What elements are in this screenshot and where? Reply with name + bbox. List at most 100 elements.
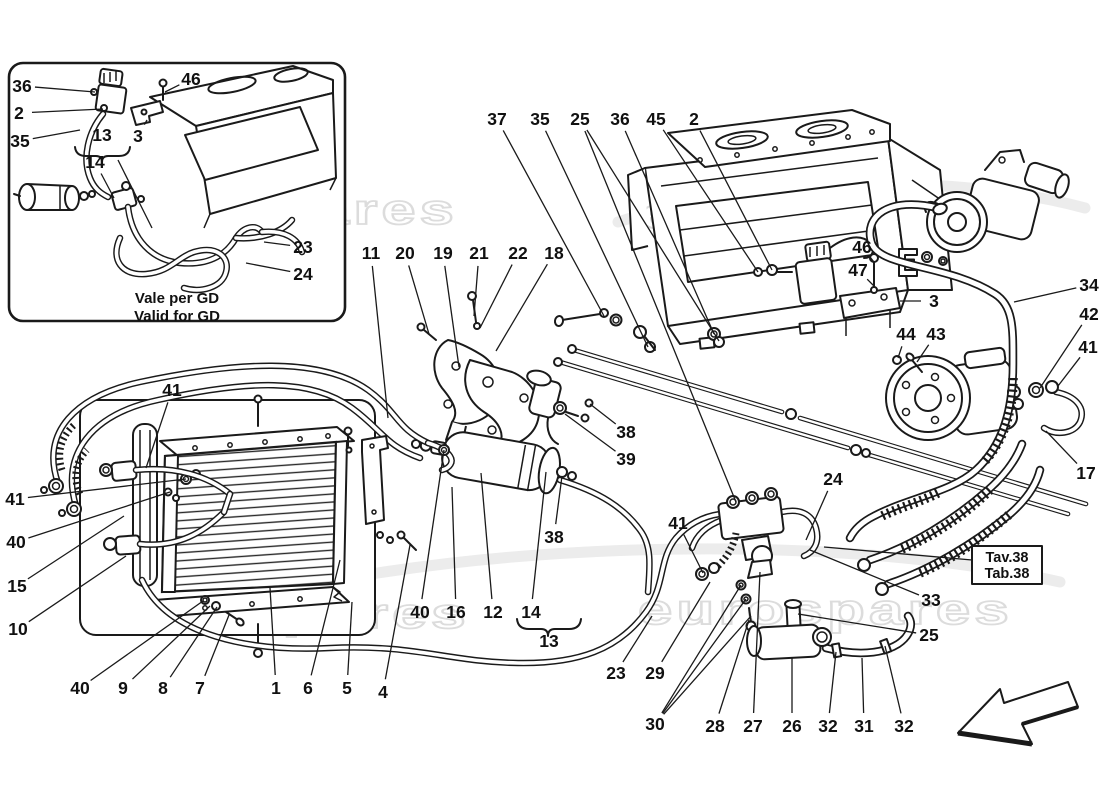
leader-line bbox=[408, 265, 430, 335]
compressor bbox=[885, 346, 1024, 441]
callout-23: 23 bbox=[606, 663, 626, 683]
watermark-text: eurospares bbox=[638, 586, 1013, 634]
condenser-mount-washers bbox=[200, 595, 245, 627]
leader-line bbox=[384, 544, 411, 680]
leader-line bbox=[622, 615, 653, 663]
callout-4: 4 bbox=[378, 682, 388, 702]
callout-32: 32 bbox=[818, 716, 838, 736]
callout-41: 41 bbox=[162, 380, 182, 400]
callout-41: 41 bbox=[5, 489, 25, 509]
callout-21: 21 bbox=[469, 243, 489, 263]
compressor-hoses bbox=[850, 202, 1082, 596]
mid-fittings bbox=[553, 308, 725, 353]
callout-29: 29 bbox=[645, 663, 665, 683]
leader-line bbox=[479, 264, 513, 329]
callout-22: 22 bbox=[508, 243, 528, 263]
leader-line bbox=[564, 413, 616, 452]
callout-41: 41 bbox=[668, 513, 688, 533]
union-fittings bbox=[695, 532, 740, 581]
callout-26: 26 bbox=[782, 716, 802, 736]
callout-46: 46 bbox=[852, 237, 872, 257]
callout-2: 2 bbox=[689, 109, 699, 129]
leader-line bbox=[164, 84, 180, 93]
leader-line bbox=[589, 403, 617, 425]
callout-34: 34 bbox=[1079, 275, 1099, 295]
callout-42: 42 bbox=[1079, 304, 1099, 324]
ref-line-1: Tav.38 bbox=[986, 550, 1029, 566]
leader-line bbox=[699, 130, 773, 271]
leader-line bbox=[866, 278, 875, 287]
leader-line bbox=[444, 265, 460, 368]
leader-line bbox=[544, 130, 649, 348]
leader-line bbox=[143, 119, 148, 125]
leader-line bbox=[169, 606, 218, 678]
leader-line bbox=[586, 129, 720, 342]
callout-24: 24 bbox=[823, 469, 843, 489]
callout-27: 27 bbox=[743, 716, 762, 736]
pressure-switch bbox=[526, 369, 594, 445]
callout-31: 31 bbox=[854, 716, 874, 736]
leader-layer bbox=[27, 84, 1083, 715]
mounting-brackets bbox=[416, 291, 541, 448]
drier-outlet-fitting bbox=[556, 466, 568, 478]
inset-heater-unit bbox=[149, 65, 337, 229]
callout-38: 38 bbox=[616, 422, 636, 442]
leader-line bbox=[90, 600, 204, 682]
callout-46: 46 bbox=[181, 69, 201, 89]
callout-3: 3 bbox=[929, 291, 939, 311]
leader-line bbox=[28, 555, 127, 623]
callout-28: 28 bbox=[705, 716, 725, 736]
leader-line bbox=[869, 256, 875, 263]
engine-pump bbox=[923, 149, 1070, 253]
leader-line bbox=[32, 129, 81, 140]
leader-line bbox=[347, 601, 353, 676]
callout-13: 13 bbox=[92, 125, 112, 145]
leader-line bbox=[683, 534, 704, 574]
leader-line bbox=[451, 486, 457, 600]
evaporator-unit bbox=[627, 109, 953, 350]
callout-18: 18 bbox=[544, 243, 564, 263]
callout-25: 25 bbox=[919, 625, 939, 645]
condenser-assembly bbox=[79, 394, 376, 658]
leader-line bbox=[204, 614, 230, 677]
condenser-core bbox=[160, 440, 338, 594]
callout-43: 43 bbox=[926, 324, 946, 344]
leader-line bbox=[662, 598, 747, 714]
callout-23: 23 bbox=[293, 237, 313, 257]
leader-line bbox=[662, 129, 759, 273]
inset-brace-leader bbox=[117, 159, 153, 229]
callout-36: 36 bbox=[12, 76, 32, 96]
callout-25: 25 bbox=[570, 109, 590, 129]
leader-line bbox=[828, 651, 837, 714]
callout-35: 35 bbox=[10, 131, 30, 151]
heater-manifold bbox=[692, 487, 817, 632]
callout-12: 12 bbox=[483, 602, 503, 622]
leader-line bbox=[718, 619, 750, 714]
leader-line bbox=[310, 559, 341, 676]
inset-solenoid-valve bbox=[90, 67, 128, 115]
leader-line bbox=[897, 346, 903, 359]
leader-line bbox=[473, 265, 479, 317]
callout-8: 8 bbox=[158, 678, 168, 698]
water-pump-assembly bbox=[746, 545, 911, 661]
callout-20: 20 bbox=[395, 243, 415, 263]
leader-line bbox=[27, 478, 187, 499]
leader-line bbox=[797, 613, 917, 634]
callout-44: 44 bbox=[896, 324, 916, 344]
leader-line bbox=[269, 587, 276, 676]
leader-line bbox=[531, 471, 547, 600]
callout-47: 47 bbox=[848, 260, 867, 280]
callout-30: 30 bbox=[645, 714, 665, 734]
leader-line bbox=[624, 130, 715, 335]
leader-line bbox=[100, 173, 115, 199]
leader-line bbox=[502, 130, 605, 317]
leader-line bbox=[34, 86, 96, 93]
callout-14: 14 bbox=[521, 602, 541, 622]
leader-line bbox=[28, 491, 171, 539]
callout-1: 1 bbox=[271, 678, 281, 698]
callout-37: 37 bbox=[487, 109, 506, 129]
leader-line bbox=[480, 472, 493, 600]
leader-line bbox=[663, 615, 752, 715]
leader-line bbox=[263, 241, 291, 246]
